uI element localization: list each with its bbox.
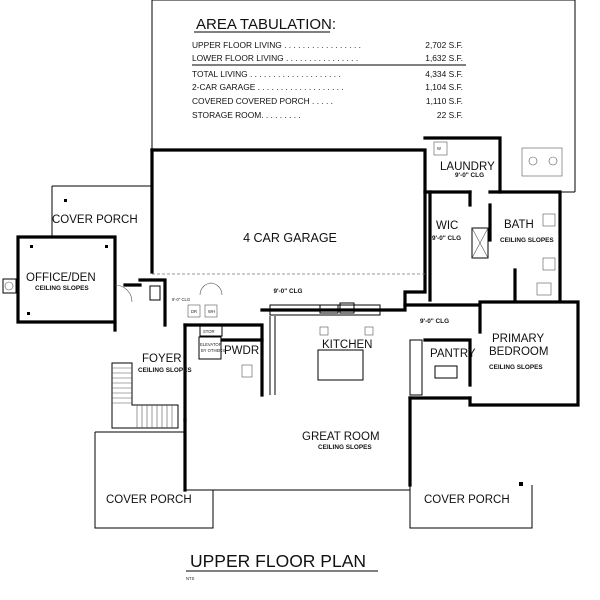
wic-ceiling-note: 9'-0" CLG [432,235,461,242]
stairs [111,362,179,429]
svg-text:2-CAR GARAGE . . . . . . . . .: 2-CAR GARAGE . . . . . . . . . . . . . .… [192,82,344,92]
plan-title: UPPER FLOOR PLAN [190,551,366,571]
office-den-label: OFFICE/DEN [26,272,96,284]
svg-text:WH: WH [208,309,215,314]
great-room-ceiling-note: CEILING SLOPES [318,444,372,451]
cover-porch-se-label: COVER PORCH [424,494,510,506]
lower-level-fixtures [500,147,575,193]
pantry: PANTRY 9'-0" CLG [403,303,482,396]
svg-text:22 S.F.: 22 S.F. [437,110,463,120]
sink-icon [542,213,556,227]
svg-text:1,632 S.F.: 1,632 S.F. [425,53,463,63]
svg-text:UPPER FLOOR LIVING . . . . . .: UPPER FLOOR LIVING . . . . . . . . . . .… [192,40,361,50]
foyer-label: FOYER [142,353,182,365]
toilet-icon [241,364,253,378]
great-room-label: GREAT ROOM [302,431,380,443]
mudroom: DR WH 9'-0" CLG STOR ELEVATOR BY OTHERS [123,278,264,397]
pwdr-label: PWDR [224,345,259,357]
laundry-label: LAUNDRY [440,161,495,173]
sink-icon [542,257,556,271]
door-swing [209,282,223,296]
foyer-ceiling-note: CEILING SLOPES [138,367,192,374]
washer-icon [433,141,448,156]
pantry-shelf [434,365,458,379]
range-icon [339,302,355,314]
svg-text:W: W [437,146,441,151]
laundry: W LAUNDRY 9'-0" CLG [423,136,502,194]
area-tabulation-heading: AREA TABULATION: [196,16,336,33]
primary-bedroom-label-2: BEDROOM [489,346,548,358]
toilet-icon [536,282,552,296]
dryer-icon [187,304,201,318]
laundry-ceiling-note: 9'-0" CLG [455,172,484,179]
cover-porch-nw: COVER PORCH [51,185,152,236]
svg-text:1,110 S.F.: 1,110 S.F. [426,96,463,106]
lower-floor-outline [151,0,576,192]
mudroom-ceiling-note: 9'-0" CLG [172,297,190,302]
cover-porch-se: COVER PORCH [409,482,533,529]
washer-icon [204,304,218,318]
elevator [198,336,222,360]
svg-text:COVERED COVERED PORCH . . . .: COVERED COVERED PORCH . . . . . [192,96,333,106]
garage: 4 CAR GARAGE 9'-0" CLG [150,148,427,295]
kitchen-label: KITCHEN [322,339,372,351]
tab-row: UPPER FLOOR LIVING . . . . . . . . . . .… [192,40,463,50]
walk-in-closet: WIC 9'-0" CLG [423,190,489,302]
tab-row: COVERED COVERED PORCH . . . . . 1,110 S.… [192,96,463,106]
kitchen-island [317,349,364,381]
pantry-label: PANTRY [430,348,476,360]
bath-ceiling-note: CEILING SLOPES [500,237,554,244]
garage-label: 4 CAR GARAGE [243,231,337,245]
wic-shelving [471,227,489,259]
pantry-ceiling-note: 9'-0" CLG [420,318,449,325]
powder-room: PWDR [220,338,264,378]
door-swing [199,282,213,296]
fridge-icon [409,339,423,396]
office-den: OFFICE/DEN CEILING SLOPES [2,235,133,324]
tab-row: 2-CAR GARAGE . . . . . . . . . . . . . .… [192,82,463,92]
wic-label: WIC [436,220,458,232]
svg-text:TOTAL LIVING . . . . . . . . .: TOTAL LIVING . . . . . . . . . . . . . .… [192,69,341,79]
svg-text:1,104 S.F.: 1,104 S.F. [425,82,463,92]
tab-row: LOWER FLOOR LIVING . . . . . . . . . . .… [192,53,463,63]
svg-text:4,334 S.F.: 4,334 S.F. [425,69,463,79]
tab-row: TOTAL LIVING . . . . . . . . . . . . . .… [192,69,463,79]
door-swing [114,284,133,303]
svg-text:2,702 S.F.: 2,702 S.F. [425,40,463,50]
plan-title-block: UPPER FLOOR PLAN NTS [186,551,378,581]
plan-scale: NTS [186,576,195,581]
storage-room [199,325,223,337]
bath: BATH CEILING SLOPES [488,190,562,302]
garage-ceiling-note: 9'-0" CLG [273,288,302,295]
office-den-ceiling-note: CEILING SLOPES [35,285,89,292]
svg-text:STORAGE ROOM. . . . . . . . .: STORAGE ROOM. . . . . . . . . [192,110,301,120]
cover-porch-nw-label: COVER PORCH [52,214,138,226]
great-room: GREAT ROOM CEILING SLOPES [183,396,412,492]
primary-bedroom: PRIMARY BEDROOM CEILING SLOPES [408,300,580,407]
elevator-label-2: BY OTHERS [201,348,225,353]
area-tabulation: AREA TABULATION: UPPER FLOOR LIVING . . … [192,16,466,120]
bath-label: BATH [504,219,534,231]
primary-bedroom-ceiling-note: CEILING SLOPES [489,364,543,371]
kitchen: KITCHEN [260,290,427,395]
cover-porch-sw: COVER PORCH [94,431,214,529]
elevator-label: ELEVATOR [200,342,222,347]
fireplace-icon [2,278,17,294]
svg-text:LOWER FLOOR LIVING . . . . . .: LOWER FLOOR LIVING . . . . . . . . . . .… [192,53,358,63]
tab-row: STORAGE ROOM. . . . . . . . . 22 S.F. [192,110,463,120]
primary-bedroom-label-1: PRIMARY [492,333,545,345]
svg-text:DR: DR [191,309,197,314]
sink-icon [319,304,339,314]
stor-label: STOR [203,329,215,334]
cover-porch-sw-label: COVER PORCH [106,494,192,506]
foyer: FOYER CEILING SLOPES [113,320,192,422]
